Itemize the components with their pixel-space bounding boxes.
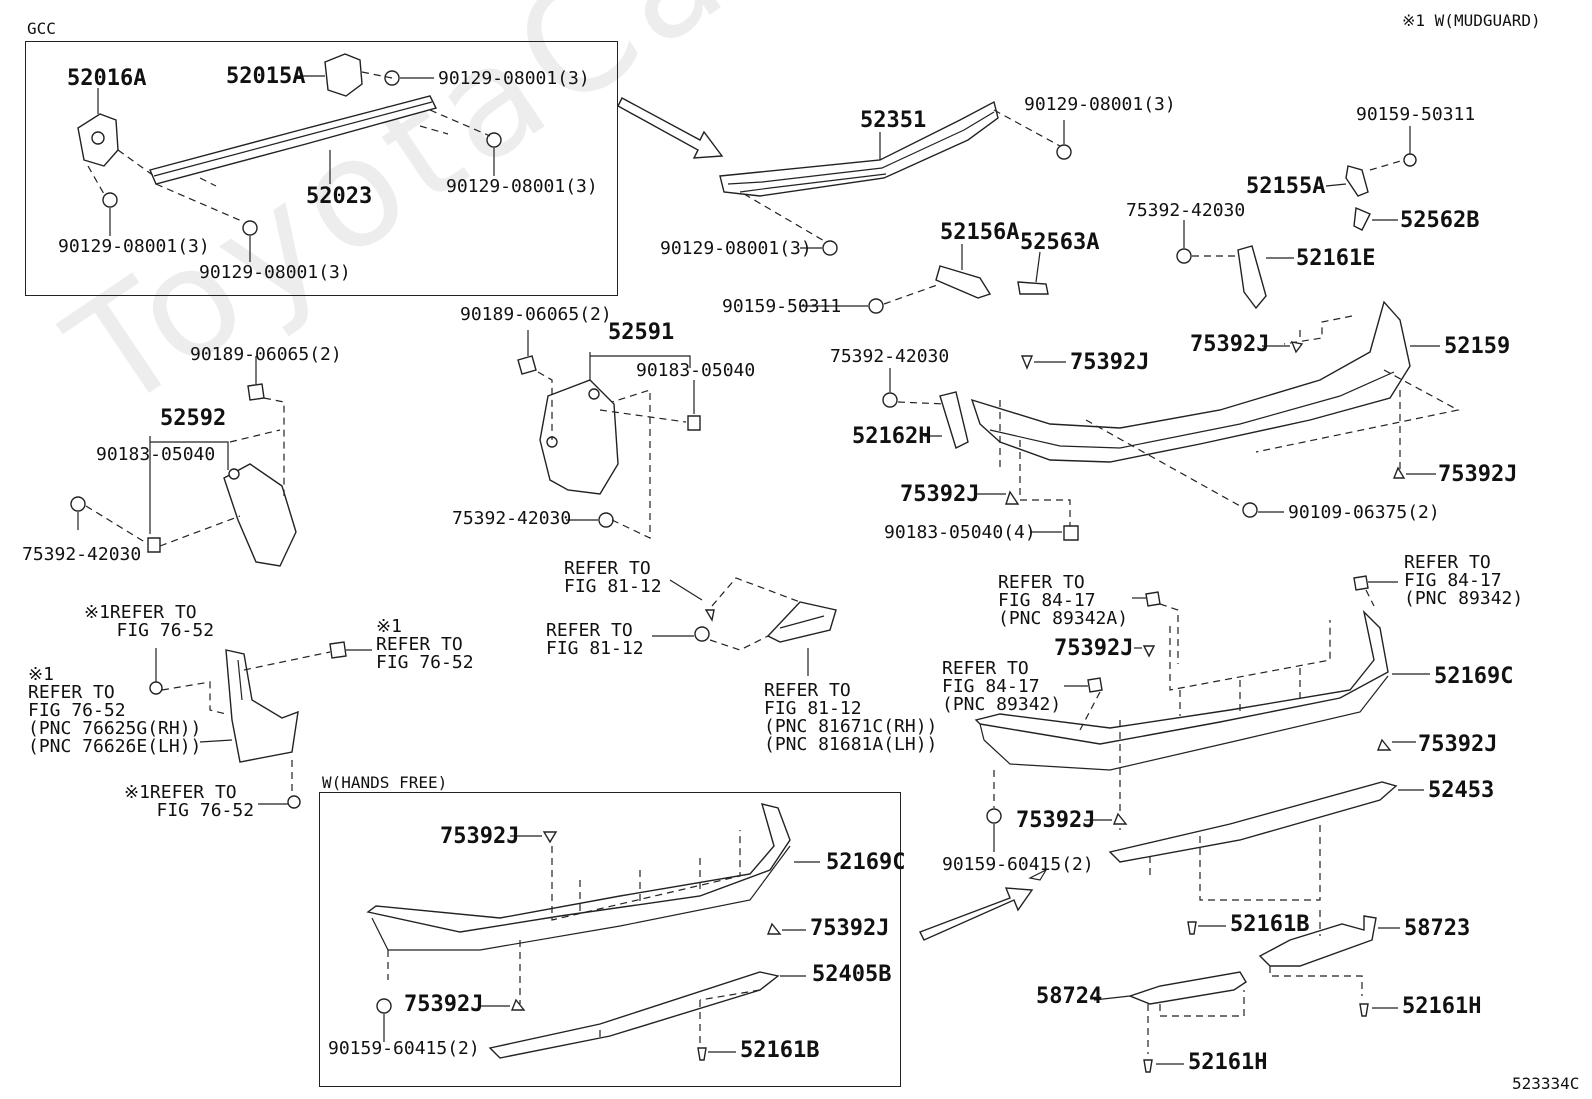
part-label-90183-05040-c[interactable]: 90183-05040 (96, 444, 216, 465)
part-label-90189-06065-b[interactable]: 90189-06065(2) (190, 344, 342, 365)
hands-free-group-box (319, 792, 901, 1087)
part-label-52563A[interactable]: 52563A (1020, 230, 1100, 255)
part-label-75392-42030-a[interactable]: 75392-42030 (1126, 200, 1246, 221)
part-label-75392J-a[interactable]: 75392J (1190, 332, 1270, 357)
part-label-90159-50311-b[interactable]: 90159-50311 (722, 296, 842, 317)
part-label-90129-08001-d[interactable]: 90129-08001(3) (199, 262, 351, 283)
part-label-90183-05040-a[interactable]: 90183-05040(4) (884, 522, 1036, 543)
lower-cover-52169C-drawing (974, 609, 1389, 771)
part-label-52591[interactable]: 52591 (608, 320, 675, 345)
bumper-cover-52159-drawing (970, 300, 1411, 463)
part-label-90129-08001-c[interactable]: 90129-08001(3) (58, 236, 210, 257)
reference-fig-81-12-a[interactable]: REFER TO FIG 81-12 (564, 558, 662, 597)
group-caption-gcc: GCC (27, 19, 56, 38)
part-label-52161H-a[interactable]: 52161H (1402, 994, 1482, 1019)
part-label-90129-08001-e[interactable]: 90129-08001(3) (1024, 94, 1176, 115)
part-label-90129-08001-f[interactable]: 90129-08001(3) (660, 238, 812, 259)
reference-fig-76-52-b[interactable]: ※1 REFER TO FIG 76-52 (376, 616, 474, 673)
reference-fig-84-17-b[interactable]: REFER TO FIG 84-17 (PNC 89342) (1404, 552, 1524, 609)
part-label-90189-06065-a[interactable]: 90189-06065(2) (460, 304, 612, 325)
part-label-75392J-i[interactable]: 75392J (810, 916, 890, 941)
part-label-52169C-b[interactable]: 52169C (826, 850, 906, 875)
reference-fig-81-12-b[interactable]: REFER TO FIG 81-12 (546, 620, 644, 659)
part-label-90109-06375[interactable]: 90109-06375(2) (1288, 502, 1440, 523)
reinforcement-52351-drawing (719, 100, 999, 197)
part-label-52159[interactable]: 52159 (1444, 334, 1511, 359)
part-label-75392J-e[interactable]: 75392J (1054, 636, 1134, 661)
part-label-75392-42030-c[interactable]: 75392-42030 (452, 508, 572, 529)
reference-fig-84-17-a[interactable]: REFER TO FIG 84-17 (PNC 89342A) (998, 572, 1129, 629)
header-note: ※1 W(MUDGUARD) (1402, 11, 1541, 30)
figure-code: 523334C (1512, 1074, 1580, 1093)
part-label-90159-60415-b[interactable]: 90159-60415(2) (328, 1038, 480, 1059)
part-label-52016A[interactable]: 52016A (67, 66, 147, 91)
part-label-75392J-f[interactable]: 75392J (1418, 732, 1498, 757)
reference-fig-76-52-d[interactable]: ※1REFER TO FIG 76-52 (124, 782, 255, 821)
part-label-90159-50311-a[interactable]: 90159-50311 (1356, 104, 1476, 125)
part-label-52453[interactable]: 52453 (1428, 778, 1495, 803)
part-label-52169C-a[interactable]: 52169C (1434, 664, 1514, 689)
part-label-75392-42030-b[interactable]: 75392-42030 (830, 346, 950, 367)
part-label-52161H-b[interactable]: 52161H (1188, 1050, 1268, 1075)
bracket-52015A-drawing (324, 53, 363, 97)
part-label-90183-05040-b[interactable]: 90183-05040 (636, 360, 756, 381)
lower-cover-52169C-handsfree-drawing (366, 803, 791, 951)
gcc-group-box (25, 41, 618, 296)
part-label-52155A[interactable]: 52155A (1246, 174, 1326, 199)
part-label-75392J-h[interactable]: 75392J (440, 824, 520, 849)
part-label-52023[interactable]: 52023 (306, 184, 373, 209)
part-label-52562B[interactable]: 52562B (1400, 208, 1480, 233)
part-label-58723[interactable]: 58723 (1404, 916, 1471, 941)
group-caption-hands-free: W(HANDS FREE) (322, 773, 448, 792)
part-label-52161B-a[interactable]: 52161B (1230, 912, 1310, 937)
part-label-52015A[interactable]: 52015A (226, 64, 306, 89)
part-label-75392-42030-d[interactable]: 75392-42030 (22, 544, 142, 565)
part-label-75392J-b[interactable]: 75392J (1070, 350, 1150, 375)
shield-52592-drawing (223, 463, 297, 567)
part-label-90129-08001-b[interactable]: 90129-08001(3) (446, 176, 598, 197)
part-label-52405B[interactable]: 52405B (812, 962, 892, 987)
reference-fig-76-52-c[interactable]: ※1 REFER TO FIG 76-52 (PNC 76625G(RH)) (… (28, 664, 202, 757)
part-label-75392J-g[interactable]: 75392J (1016, 808, 1096, 833)
part-label-52162H[interactable]: 52162H (852, 424, 932, 449)
reference-fig-76-52-a[interactable]: ※1REFER TO FIG 76-52 (84, 602, 215, 641)
part-label-75392J-j[interactable]: 75392J (404, 992, 484, 1017)
reference-fig-84-17-c[interactable]: REFER TO FIG 84-17 (PNC 89342) (942, 658, 1062, 715)
part-label-52161B-b[interactable]: 52161B (740, 1038, 820, 1063)
reference-fig-81-12-c[interactable]: REFER TO FIG 81-12 (PNC 81671C(RH)) (PNC… (764, 680, 938, 755)
part-label-52161E[interactable]: 52161E (1296, 246, 1376, 271)
part-label-52592[interactable]: 52592 (160, 406, 227, 431)
part-label-52156A[interactable]: 52156A (940, 220, 1020, 245)
part-label-90129-08001-a[interactable]: 90129-08001(3) (438, 68, 590, 89)
part-label-75392J-d[interactable]: 75392J (1438, 462, 1518, 487)
part-label-90159-60415-a[interactable]: 90159-60415(2) (942, 854, 1094, 875)
part-label-58724[interactable]: 58724 (1036, 984, 1103, 1009)
part-label-52351[interactable]: 52351 (860, 108, 927, 133)
part-label-75392J-c[interactable]: 75392J (900, 482, 980, 507)
